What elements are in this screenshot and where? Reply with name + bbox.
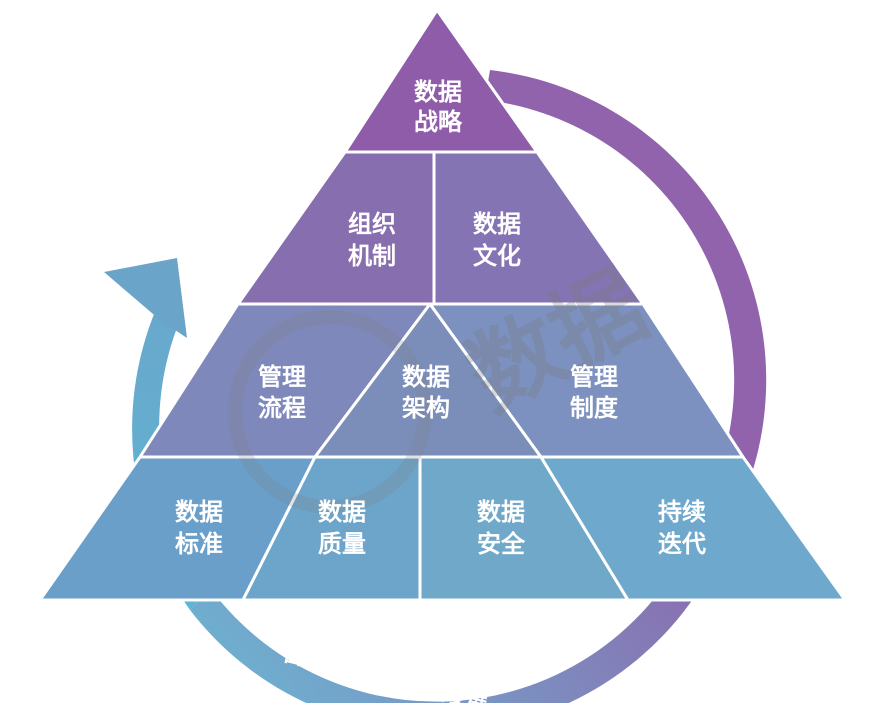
label-strategy-line2: 战略 [414,108,463,136]
watermark-logo [228,310,432,514]
label-iteration-line2: 迭代 [658,530,706,558]
label-process-line2: 流程 [258,394,306,422]
label-security-line1: 数据 [477,498,525,526]
label-process-line1: 管理 [258,363,306,391]
label-standards-line2: 标准 [175,530,223,558]
label-culture-line2: 文化 [473,242,521,270]
tier-iteration [539,455,847,602]
pyramid [38,8,847,602]
label-policy-line1: 管理 [570,363,618,391]
cycle-arrowhead [104,258,187,338]
pyramid-labels: 数据 战略 组织 机制 数据 文化 管理 流程 数据 架构 管理 制度 数据 标… [175,78,706,558]
label-architecture-line1: 数据 [402,363,450,391]
label-quality-line1: 数据 [318,498,366,526]
label-security-line2: 安全 [477,530,526,558]
label-policy-line2: 制度 [570,394,619,422]
label-iteration-line1: 持续 [658,498,706,526]
cycle-arc-bottom [190,505,733,703]
label-culture-line1: 数据 [473,210,521,238]
label-organization-line2: 机制 [348,242,396,270]
label-standards-line1: 数据 [175,498,223,526]
label-quality-line2: 质量 [318,530,366,558]
label-strategy-line1: 数据 [414,78,462,106]
label-architecture-line2: 架构 [402,394,450,422]
label-organization-line1: 组织 [348,210,396,238]
tier-organization [236,150,436,306]
